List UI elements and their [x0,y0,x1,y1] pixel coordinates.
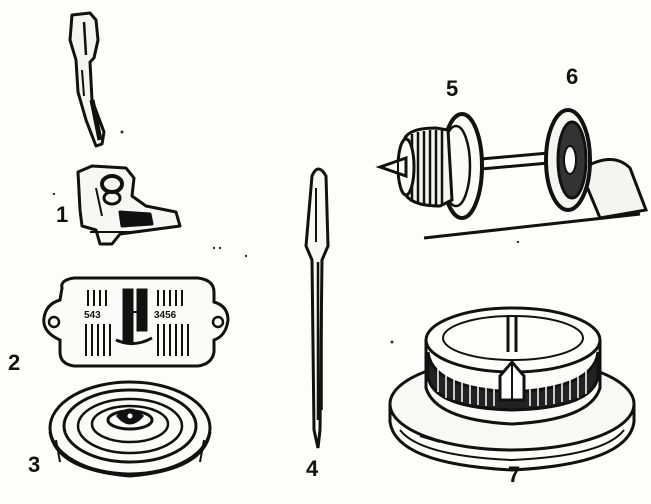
needle-plate-icon: 543 3456 [42,276,230,368]
part-number-4: 4 [306,456,319,481]
bobbin-icon [48,380,212,478]
stitch-dial-icon [388,306,636,472]
part-number-6: 6 [566,64,579,89]
part-number-1: 1 [56,202,69,227]
presser-foot-icon [68,11,182,246]
spool-holder-icon [423,108,649,240]
part-number-7: 7 [508,462,521,487]
spool-pin-cap-icon [375,126,454,208]
needle-icon [304,167,330,449]
needle-plate-left-scale: 543 [84,310,101,321]
paper-specks [52,130,520,344]
part-number-3: 3 [28,452,41,477]
needle-plate-right-scale: 3456 [154,310,177,321]
part-number-2: 2 [8,350,21,375]
part-number-5: 5 [446,76,459,101]
